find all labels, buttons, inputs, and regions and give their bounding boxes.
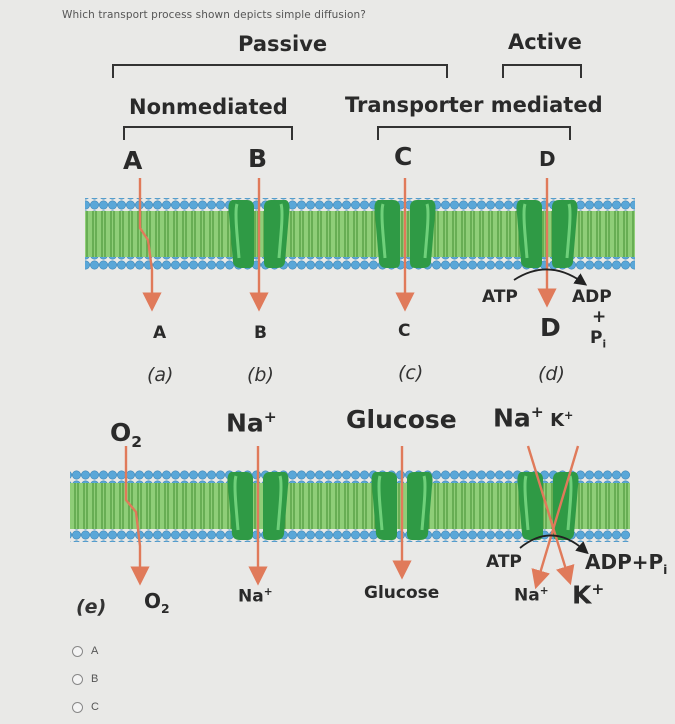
bottom-label-b: B	[254, 323, 267, 343]
caption-e: (e)	[76, 596, 107, 618]
caption-c: (c)	[398, 362, 424, 384]
top-label-c: C	[394, 142, 413, 171]
radio-button[interactable]	[72, 701, 83, 713]
top-pi-label: Pi	[590, 328, 607, 351]
top-label-d: D	[539, 147, 556, 171]
k-bottom-label: K+	[572, 580, 605, 610]
transporter-mediated-header: Transporter mediated	[345, 93, 603, 117]
nonmediated-bracket	[123, 126, 293, 140]
passive-bracket	[112, 64, 448, 78]
caption-b: (b)	[247, 364, 274, 386]
glucose-bottom-label: Glucose	[364, 583, 440, 603]
top-plus-label: +	[592, 307, 607, 327]
caption-a: (a)	[147, 364, 174, 386]
question-text: Which transport process shown depicts si…	[62, 9, 366, 21]
na-bottom-right-label: Na+	[514, 585, 549, 606]
bottom-label-a: A	[153, 323, 167, 343]
na-top-label: Na+	[226, 408, 277, 438]
bottom-adp-pi-label: ADP+Pi	[585, 550, 668, 577]
o2-bottom-label: O2	[144, 589, 170, 616]
radio-button[interactable]	[72, 645, 83, 657]
active-bracket	[502, 64, 582, 78]
top-atp-label: ATP	[482, 287, 518, 307]
top-membrane	[85, 198, 635, 270]
transporter-bracket	[377, 126, 571, 140]
bottom-label-c: C	[398, 321, 411, 341]
bottom-atp-label: ATP	[486, 552, 522, 572]
na-bottom-label: Na+	[238, 586, 273, 607]
option-label: B	[91, 673, 99, 685]
option-b[interactable]: B	[72, 673, 98, 685]
radio-button[interactable]	[72, 673, 83, 685]
bottom-label-d: D	[540, 313, 561, 342]
active-header: Active	[508, 30, 582, 54]
option-a[interactable]: A	[72, 645, 98, 657]
nonmediated-header: Nonmediated	[129, 95, 288, 119]
na-k-top-label: Na+ K+	[493, 403, 574, 433]
top-label-a: A	[123, 146, 143, 175]
caption-d: (d)	[538, 363, 565, 385]
option-label: C	[91, 701, 99, 713]
o2-top-label: O2	[110, 418, 143, 451]
top-adp-label: ADP	[572, 287, 612, 307]
top-label-b: B	[248, 144, 268, 173]
glucose-top-label: Glucose	[346, 405, 457, 434]
passive-header: Passive	[238, 32, 328, 56]
option-label: A	[91, 645, 99, 657]
option-c[interactable]: C	[72, 701, 99, 713]
